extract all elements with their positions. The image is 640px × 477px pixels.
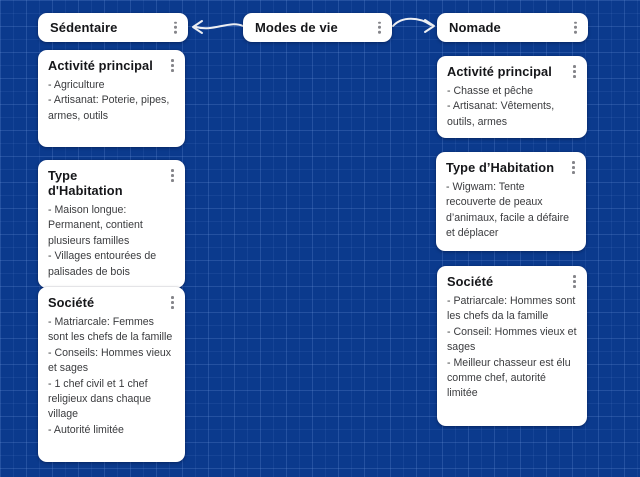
node-modes-de-vie[interactable]: Modes de vie: [243, 13, 392, 42]
dot: [171, 305, 174, 309]
dot: [573, 65, 576, 68]
card-body: - Maison longue: Permanent, contient plu…: [48, 203, 175, 280]
card-text-line: - Wigwam: Tente recouverte de peaux d’an…: [446, 181, 570, 240]
note-card-sedentaire-activite[interactable]: Activité principal - Agriculture - Artisan…: [38, 50, 185, 147]
dot: [174, 21, 177, 24]
dot: [171, 296, 174, 299]
dot: [174, 26, 177, 29]
more-options-icon[interactable]: [171, 169, 174, 182]
dot: [573, 275, 576, 278]
card-title: Société: [447, 274, 494, 289]
card-body: - Matriarcale: Femmes sont les chefs de …: [48, 315, 175, 438]
dot: [378, 31, 381, 34]
more-options-icon[interactable]: [171, 296, 174, 309]
dot: [573, 69, 576, 73]
card-text-line: - Artisanat: Vêtements, outils, armes: [447, 100, 555, 128]
note-card-sedentaire-habitation[interactable]: Type d'Habitation - Maison longue: Perman…: [38, 160, 185, 289]
card-text-line: - Maison longue: Permanent, contient plu…: [48, 204, 143, 247]
dot: [171, 300, 174, 304]
card-text-line: - Agriculture: [48, 79, 105, 91]
dot: [573, 279, 576, 283]
card-title: Activité principal: [48, 58, 153, 73]
connector-line: [195, 23, 244, 30]
card-title: Activité principal: [447, 64, 552, 79]
card-text-line: - Conseils: Hommes vieux et sages: [48, 346, 172, 375]
card-text-line: - Villages entourées de palisades de boi…: [48, 250, 157, 278]
dot: [378, 21, 381, 24]
note-card-sedentaire-societe[interactable]: Société - Matriarcale: Femmes sont les ch…: [38, 287, 185, 462]
more-options-icon[interactable]: [174, 21, 177, 34]
card-title: Type d’Habitation: [446, 160, 555, 175]
card-text-line: - 1 chef civil et 1 chef religieux dans …: [48, 377, 152, 421]
connector-modes-to-nomade[interactable]: [392, 17, 435, 33]
dot: [171, 59, 174, 62]
node-sedentaire[interactable]: Sédentaire: [38, 13, 188, 42]
dot: [574, 26, 577, 29]
card-text-line: - Meilleur chasseur est élu comme chef, …: [447, 356, 571, 400]
note-card-nomade-societe[interactable]: Société - Patriarcale: Hommes sont les ch…: [437, 266, 587, 426]
card-body: - Wigwam: Tente recouverte de peaux d’an…: [446, 180, 576, 242]
dot: [378, 26, 381, 29]
card-text-line: - Chasse et pêche: [447, 85, 533, 97]
node-title: Sédentaire: [50, 20, 118, 35]
dot: [573, 284, 576, 288]
card-text-line: - Artisanat: Poterie, pipes, armes, outi…: [48, 94, 170, 122]
dot: [171, 178, 174, 182]
note-card-nomade-habitation[interactable]: Type d’Habitation - Wigwam: Tente recouve…: [436, 152, 586, 251]
node-nomade[interactable]: Nomade: [437, 13, 588, 42]
note-card-nomade-activite[interactable]: Activité principal - Chasse et pêche - Art…: [437, 56, 587, 139]
connector-line: [392, 17, 432, 27]
dot: [171, 169, 174, 172]
more-options-icon[interactable]: [572, 161, 575, 174]
dot: [174, 31, 177, 34]
dot: [572, 161, 575, 164]
more-options-icon[interactable]: [171, 59, 174, 72]
dot: [171, 63, 174, 67]
dot: [171, 68, 174, 72]
card-text-line: - Autorité limitée: [48, 423, 124, 436]
more-options-icon[interactable]: [378, 21, 381, 34]
arrowhead-left-icon: [192, 20, 203, 34]
node-title: Nomade: [449, 20, 501, 35]
card-body: - Chasse et pêche - Artisanat: Vêtements,…: [447, 84, 577, 130]
more-options-icon[interactable]: [573, 65, 576, 78]
card-body: - Patriarcale: Hommes sont les chefs da …: [447, 294, 577, 402]
arrowhead-right-icon: [424, 19, 435, 33]
dot: [574, 21, 577, 24]
dot: [572, 170, 575, 174]
more-options-icon[interactable]: [574, 21, 577, 34]
dot: [573, 74, 576, 78]
card-text-line: - Conseil: Hommes vieux et sages: [447, 325, 577, 354]
card-title: Type d'Habitation: [48, 168, 123, 198]
card-text-line: - Patriarcale: Hommes sont les chefs da …: [447, 295, 576, 323]
card-text-line: - Matriarcale: Femmes sont les chefs de …: [48, 316, 173, 344]
card-title: Société: [48, 295, 95, 310]
dot: [574, 31, 577, 34]
card-body: - Agriculture - Artisanat: Poterie, pipes…: [48, 78, 175, 124]
node-title: Modes de vie: [255, 20, 338, 35]
dot: [171, 173, 174, 177]
dot: [572, 165, 575, 169]
more-options-icon[interactable]: [573, 275, 576, 288]
connector-modes-to-sedentaire[interactable]: [192, 20, 244, 34]
